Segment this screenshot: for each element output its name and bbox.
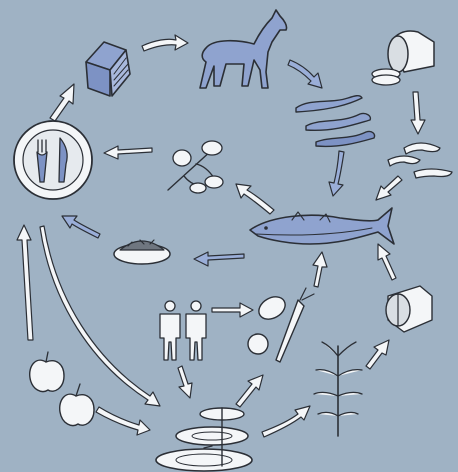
food-bowl-icon <box>114 240 170 264</box>
arrow-horse-to-eels <box>288 60 322 88</box>
arrow-sprig-to-plate <box>104 146 152 159</box>
sturgeon-fish-icon <box>250 208 394 244</box>
arrow-people-to-vegetables <box>212 303 253 317</box>
arrow-house-to-horse <box>142 35 188 51</box>
arrow-plate-to-house <box>50 84 74 121</box>
arrow-vegetables-to-sturgeon <box>313 252 327 287</box>
arrow-apples-to-filter <box>96 407 150 435</box>
tall-plant-icon <box>314 342 362 436</box>
eels-icon <box>296 96 375 147</box>
larvae-icon <box>388 143 452 178</box>
arrow-filter-to-plant <box>262 406 310 437</box>
apples-icon <box>30 352 94 426</box>
arrow-bowl-to-plate <box>62 216 100 238</box>
plant-sprig-icon <box>168 141 223 193</box>
horse-icon <box>200 10 287 88</box>
arrow-composter-to-sturgeon <box>378 244 396 280</box>
arrow-sturgeon-to-bowl <box>194 252 244 266</box>
arrow-bread-to-larvae <box>411 92 425 134</box>
sliced-bread-icon <box>372 31 434 85</box>
vegetables-icon <box>248 288 314 362</box>
house-icon <box>86 42 130 96</box>
arrow-larvae-to-sturgeon <box>376 176 402 200</box>
arrow-plant-to-composter <box>366 340 389 369</box>
arrow-sturgeon-to-sprig <box>236 184 274 214</box>
arrow-people-to-filter <box>178 366 192 398</box>
arrow-eels-to-sturgeon <box>329 151 344 196</box>
arrow-apples-to-plate <box>17 225 33 340</box>
filter-discs-icon <box>156 408 252 471</box>
arrow-filter-to-vegetables <box>236 375 263 407</box>
plate-fork-knife-icon <box>14 121 92 199</box>
composter-drum-icon <box>386 286 432 332</box>
people-icon <box>160 301 206 360</box>
